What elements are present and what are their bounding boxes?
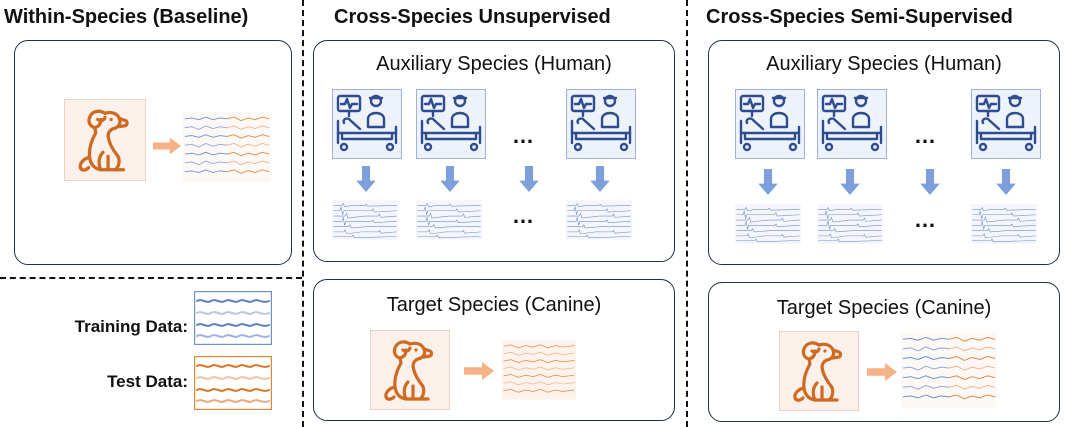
patient-monitor-icon: [416, 89, 486, 159]
semisupervised-auxiliary-box: Auxiliary Species (Human) … …: [708, 40, 1060, 265]
mixed-signal-thumbnail: [901, 327, 997, 413]
unsupervised-ellipsis-top: …: [512, 123, 535, 148]
eeg-signal-thumbnail: [566, 199, 632, 241]
training-data-label: Training Data:: [74, 317, 188, 336]
arrow-right-icon: [464, 362, 494, 380]
semisupervised-ellipsis-bottom: …: [914, 207, 937, 232]
patient-monitor-icon: [817, 89, 887, 159]
patient-monitor-icon: [332, 89, 402, 159]
patient-monitor-icon: [735, 89, 805, 159]
arrow-down-icon: [995, 169, 1017, 195]
eeg-signal-thumbnail: [332, 199, 398, 241]
unsupervised-auxiliary-box: Auxiliary Species (Human) … …: [313, 40, 675, 262]
training-data-swatch: [194, 291, 272, 345]
orange-signal-thumbnail: [502, 328, 576, 412]
unsupervised-ellipsis-bottom: …: [512, 203, 535, 228]
semisupervised-target-box: Target Species (Canine): [708, 282, 1060, 422]
eeg-signal-thumbnail: [817, 203, 883, 245]
unsupervised-target-title: Target Species (Canine): [386, 294, 602, 316]
arrow-down-icon: [919, 169, 941, 195]
dog-icon: [370, 330, 450, 410]
arrow-down-icon: [355, 166, 377, 192]
semisupervised-auxiliary-title: Auxiliary Species (Human): [766, 53, 1002, 75]
arrow-right-icon: [153, 137, 181, 155]
semisupervised-heading: Cross-Species Semi-Supervised: [706, 6, 1013, 28]
test-data-label: Test Data:: [107, 372, 188, 391]
eeg-signal-thumbnail: [971, 203, 1037, 245]
arrow-down-icon: [839, 169, 861, 195]
patient-monitor-icon: [971, 89, 1041, 159]
semisupervised-target-title: Target Species (Canine): [776, 297, 992, 319]
divider-left: [302, 0, 304, 427]
arrow-right-icon: [867, 363, 897, 381]
patient-monitor-icon: [566, 89, 636, 159]
semisupervised-ellipsis-top: …: [914, 123, 937, 148]
eeg-signal-thumbnail: [416, 199, 482, 241]
arrow-down-icon: [439, 166, 461, 192]
dog-icon: [779, 331, 859, 411]
unsupervised-auxiliary-title: Auxiliary Species (Human): [376, 53, 612, 75]
eeg-signal-thumbnail: [735, 203, 801, 245]
mixed-signal-thumbnail: [183, 103, 271, 191]
divider-horizontal: [0, 277, 302, 279]
within-heading: Within-Species (Baseline): [4, 6, 249, 28]
divider-right: [686, 0, 688, 427]
arrow-down-icon: [518, 166, 540, 192]
within-box: [14, 40, 292, 265]
unsupervised-target-box: Target Species (Canine): [313, 279, 675, 421]
arrow-down-icon: [757, 169, 779, 195]
dog-icon: [64, 99, 146, 181]
arrow-down-icon: [589, 166, 611, 192]
unsupervised-heading: Cross-Species Unsupervised: [334, 6, 611, 28]
test-data-swatch: [194, 356, 272, 410]
